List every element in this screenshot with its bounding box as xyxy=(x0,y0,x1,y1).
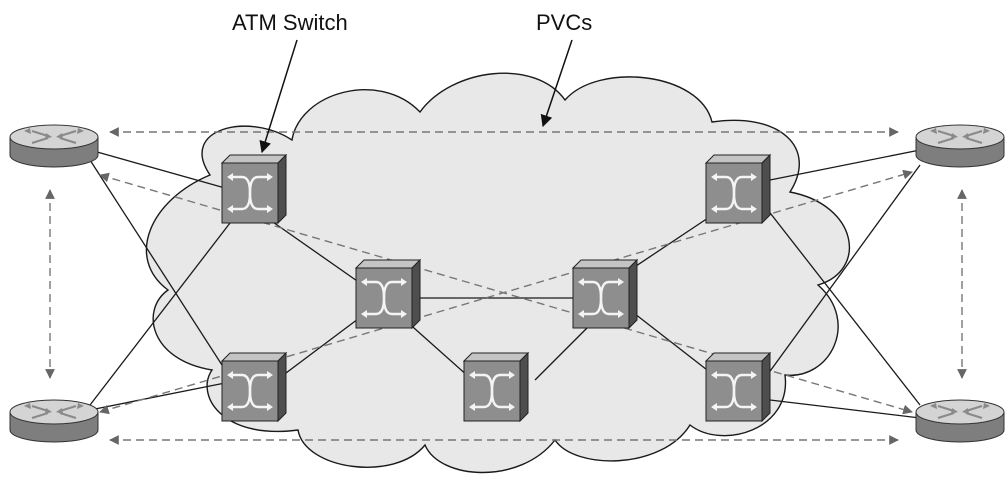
atm-switch-bottom-right xyxy=(704,351,772,423)
router-top-left xyxy=(8,123,100,169)
atm-switch-label: ATM Switch xyxy=(232,10,348,35)
atm-switch-bottom-left xyxy=(220,351,288,423)
atm-switch-top-right xyxy=(704,153,772,225)
router-bottom-left xyxy=(8,398,100,444)
pvcs-label: PVCs xyxy=(536,10,593,35)
atm-switch-top-left xyxy=(220,153,288,225)
pvc-paths xyxy=(45,127,967,445)
router-top-right xyxy=(914,123,1005,169)
atm-switch-center-left xyxy=(354,258,422,330)
label-pointers xyxy=(259,39,573,154)
router-bottom-right xyxy=(914,398,1005,444)
atm-switch-center-right xyxy=(571,258,639,330)
atm-switch-bottom-center xyxy=(462,351,530,423)
